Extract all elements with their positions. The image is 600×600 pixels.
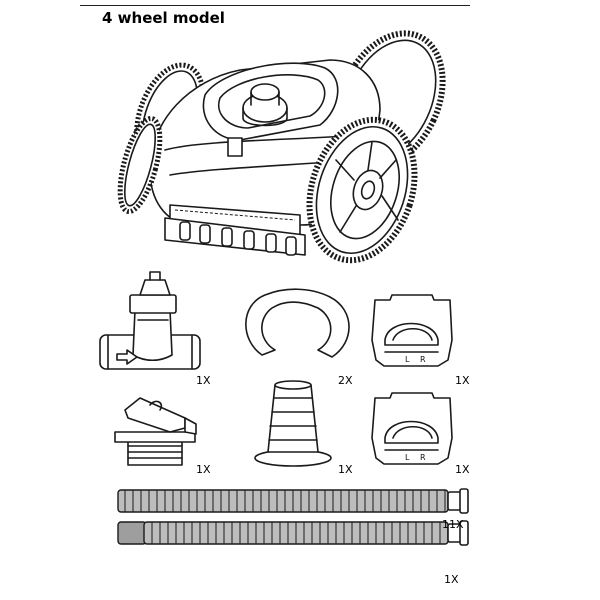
- flow-regulator-valve-illustration: [99, 271, 201, 370]
- page-title: 4 wheel model: [102, 9, 225, 27]
- pool-cleaner-robot-illustration: [117, 30, 446, 264]
- hose-weight-ring-illustration: [245, 288, 350, 358]
- svg-text:R: R: [420, 355, 426, 364]
- svg-text:R: R: [420, 453, 426, 462]
- svg-text:L: L: [405, 453, 410, 462]
- svg-text:L: L: [405, 355, 410, 364]
- safety-vacuum-valve-illustration: [114, 397, 197, 466]
- qty-hose-section: 11X: [442, 518, 464, 531]
- top-rule: [80, 5, 470, 6]
- cone-adapter-illustration: [254, 380, 332, 467]
- hose-section-illustration: [117, 488, 469, 514]
- qty-safety-valve: 1X: [196, 463, 211, 476]
- qty-leader-hose: 1X: [444, 573, 459, 586]
- skirt-right-illustration: L R: [371, 392, 453, 465]
- leader-hose-illustration: [117, 520, 469, 546]
- qty-flow-regulator: 1X: [196, 374, 211, 387]
- qty-skirt-right: 1X: [455, 463, 470, 476]
- qty-skirt-left: 1X: [455, 374, 470, 387]
- skirt-left-illustration: L R: [371, 294, 453, 367]
- robot-rollers: [179, 221, 297, 256]
- qty-cone-adapter: 1X: [338, 463, 353, 476]
- qty-weight-ring: 2X: [338, 374, 353, 387]
